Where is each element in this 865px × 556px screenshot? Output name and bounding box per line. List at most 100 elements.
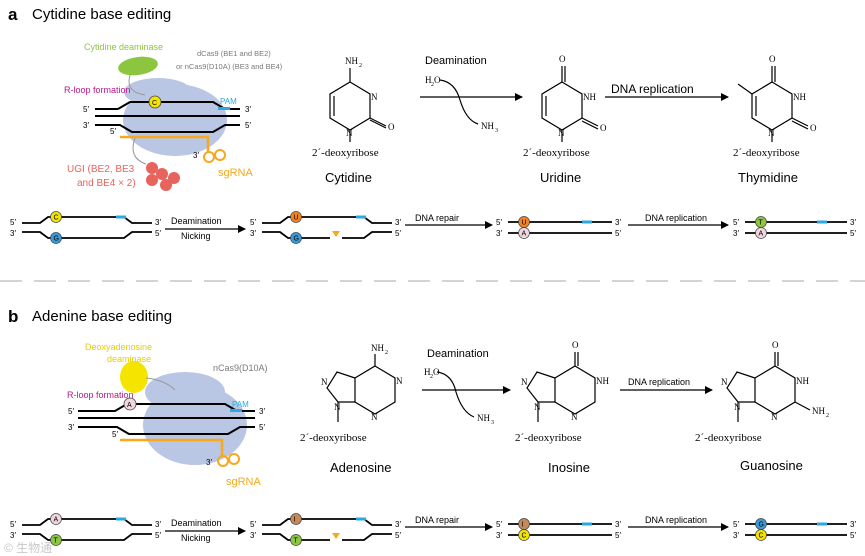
panel-a: a Cytidine base editing Cytidine deamina…	[8, 5, 856, 244]
base-editor-cartoon-a: Cytidine deaminase dCas9 (BE1 and BE2) o…	[64, 42, 283, 191]
rloop-label: R-loop formation	[67, 390, 134, 400]
strand-end: 5′	[850, 531, 856, 540]
strand-end: 3′	[496, 229, 502, 238]
atom-n: N	[371, 412, 378, 422]
strand-end: 3′	[193, 151, 199, 160]
base-letter: U	[522, 220, 527, 227]
atom-n: N	[396, 376, 403, 386]
arrow-label: DNA repair	[415, 213, 459, 223]
base-letter: I	[522, 522, 524, 529]
base-letter: T	[759, 220, 764, 227]
arrow-label: Nicking	[181, 533, 211, 543]
strand-progression-a: 5′3′3′5′CG5′3′3′5′UG5′3′3′5′UA5′3′3′5′TA…	[10, 211, 856, 244]
strand-end: 3′	[206, 458, 212, 467]
panel-a-title: Cytidine base editing	[32, 6, 171, 23]
arrow-label: Deamination	[171, 216, 222, 226]
strand-end: 3′	[68, 423, 74, 432]
pam-label: PAM	[232, 400, 249, 409]
atom-nh2: NH	[812, 406, 825, 416]
strand-step-3: 5′3′3′5′IC	[496, 518, 621, 541]
atom-n: N	[321, 377, 328, 387]
sgrna-label: sgRNA	[218, 167, 254, 179]
strand-end: 5′	[10, 520, 16, 529]
ugi-label-2: and BE4 × 2)	[77, 178, 136, 189]
atom-nh2: NH	[371, 343, 384, 353]
water-o: O	[434, 75, 441, 85]
atom-o: O	[572, 340, 579, 350]
base-circle	[518, 529, 530, 541]
strand-step-1: 5′3′3′5′CG	[10, 211, 161, 244]
base-letter: G	[54, 236, 59, 243]
atom-n: N	[571, 412, 578, 422]
base-circle	[50, 534, 62, 546]
adenosine-label: Adenosine	[330, 460, 391, 475]
uridine-structure	[541, 66, 599, 142]
strand-end: 3′	[83, 121, 89, 130]
strand-end: 5′	[110, 127, 116, 136]
cas9-body	[123, 84, 227, 156]
atom-o: O	[600, 123, 607, 133]
strand-end: 5′	[850, 229, 856, 238]
strand-end: 5′	[733, 218, 739, 227]
replication-label: DNA replication	[611, 82, 694, 96]
strand-end: 3′	[733, 229, 739, 238]
atom-nh: NH	[793, 92, 806, 102]
ammonia: NH	[481, 121, 494, 131]
base-circle	[290, 232, 302, 244]
water-sub: 2	[430, 374, 433, 380]
strand-end: 3′	[496, 531, 502, 540]
water-o: O	[433, 367, 440, 377]
panel-b: b Adenine base editing Deoxyadenosine de…	[8, 307, 856, 546]
strand-progression-b: 5′3′3′5′AT5′3′3′5′IT5′3′3′5′IC5′3′3′5′GC…	[10, 513, 856, 546]
strand-step-4: 5′3′3′5′GC	[733, 518, 856, 541]
strand-end: 5′	[250, 218, 256, 227]
sugar-label: 2´-deoxyribose	[515, 432, 582, 444]
ugi-label-1: UGI (BE2, BE3	[67, 164, 135, 175]
atom-subscript: 2	[385, 350, 388, 356]
atom-n: N	[734, 402, 741, 412]
ugi-bead	[146, 162, 158, 174]
strand-end: 3′	[10, 229, 16, 238]
arrow-label: DNA repair	[415, 515, 459, 525]
strand-end: 3′	[259, 407, 265, 416]
guanosine-structure	[726, 352, 811, 422]
strand-end: 5′	[733, 520, 739, 529]
atom-n: N	[771, 412, 778, 422]
sugar-label: 2´-deoxyribose	[523, 147, 590, 159]
water-h: H	[424, 367, 431, 377]
base-circle	[518, 227, 530, 239]
inosine-structure	[526, 352, 596, 422]
strand-end: 5′	[112, 430, 118, 439]
strand-step-2: 5′3′3′5′IT	[250, 513, 401, 546]
panel-b-title: Adenine base editing	[32, 308, 172, 325]
base-circle	[50, 232, 62, 244]
deamination-label: Deamination	[427, 348, 489, 360]
ugi-bead	[146, 174, 158, 186]
arrow-label: DNA replication	[645, 213, 707, 223]
atom-n: N	[534, 402, 541, 412]
base-circle	[50, 513, 62, 525]
strand-step-4: 5′3′3′5′TA	[733, 216, 856, 239]
strand-end: 5′	[155, 229, 161, 238]
strand-end: 5′	[10, 218, 16, 227]
strand-end: 3′	[850, 218, 856, 227]
strand-end: 5′	[250, 520, 256, 529]
strand-end: 3′	[733, 531, 739, 540]
atom-o: O	[559, 54, 566, 64]
cytidine-deaminase-shape	[118, 56, 158, 76]
ammonia-sub: 3	[495, 128, 498, 134]
deaminase-label-1: Deoxyadenosine	[85, 342, 152, 352]
ammonia-sub: 3	[491, 420, 494, 426]
strand-end: 5′	[615, 229, 621, 238]
base-circle	[755, 529, 767, 541]
deaminase-label: Cytidine deaminase	[84, 42, 163, 52]
strand-end: 3′	[250, 531, 256, 540]
base-circle	[518, 518, 530, 530]
strand-end: 5′	[496, 520, 502, 529]
base-circle	[290, 534, 302, 546]
arrow-label: Nicking	[181, 231, 211, 241]
atom-nh: NH	[796, 376, 809, 386]
atom-subscript: 2	[826, 413, 829, 419]
sugar-label: 2´-deoxyribose	[733, 147, 800, 159]
base-c-label: C	[152, 100, 157, 107]
